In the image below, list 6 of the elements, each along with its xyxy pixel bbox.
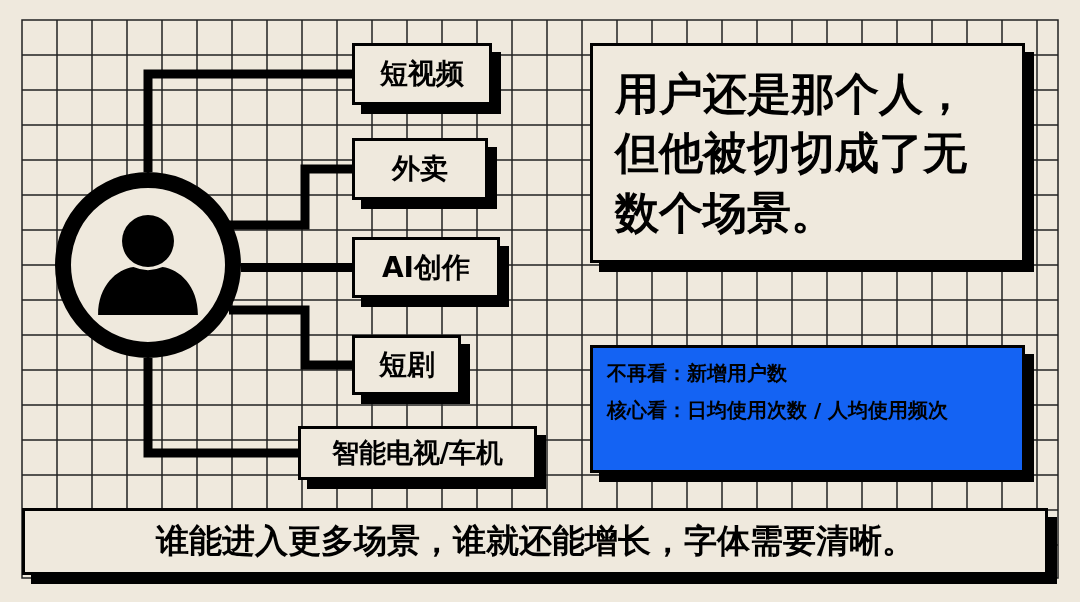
info-line: 核心看：日均使用次数 / 人均使用频次 (607, 397, 949, 424)
connector-line (229, 305, 352, 370)
connector-line (143, 358, 298, 458)
connector-line (241, 263, 352, 272)
info-line: 不再看：新增用户数 (607, 360, 787, 387)
connector-line (143, 69, 352, 172)
